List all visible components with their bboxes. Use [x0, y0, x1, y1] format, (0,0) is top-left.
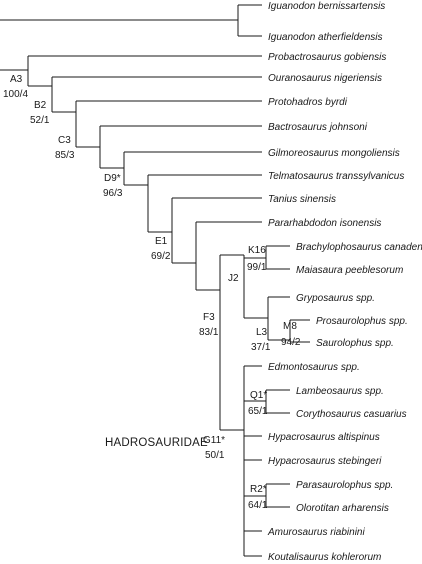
node-label: L3 — [256, 327, 268, 338]
taxon-label: Telmatosaurus transsylvanicus — [268, 171, 404, 182]
node-support: 37/1 — [251, 342, 271, 353]
node-label: G11* — [203, 435, 225, 446]
taxon-label: Lambeosaurus spp. — [296, 386, 384, 397]
node-support: 52/1 — [30, 115, 50, 126]
taxon-label: Corythosaurus casuarius — [296, 409, 407, 420]
node-support: 99/1 — [247, 262, 267, 273]
taxon-label: Hypacrosaurus stebingeri — [268, 456, 382, 467]
taxon-label: Brachylophosaurus canadensis — [296, 242, 422, 253]
taxon-label: Ouranosaurus nigeriensis — [268, 73, 382, 84]
node-support: 94/2 — [281, 337, 301, 348]
taxon-label: Parasaurolophus spp. — [296, 480, 393, 491]
node-label: F3 — [203, 312, 215, 323]
taxon-label: Hypacrosaurus altispinus — [268, 432, 380, 443]
node-support: 85/3 — [55, 150, 75, 161]
node-labels: A3 100/4 B2 52/1 C3 85/3 D9* 96/3 E1 69/… — [3, 74, 301, 511]
taxon-label: Edmontosaurus spp. — [268, 362, 360, 373]
node-label: J2 — [228, 273, 239, 284]
clade-label: HADROSAURIDAE — [105, 437, 208, 449]
taxon-label: Probactrosaurus gobiensis — [268, 52, 386, 63]
taxon-label: Olorotitan arharensis — [296, 503, 389, 514]
taxon-label: Pararhabdodon isonensis — [268, 218, 381, 229]
node-label: D9* — [104, 173, 121, 184]
taxon-label: Tanius sinensis — [268, 194, 336, 205]
taxon-label: Koutalisaurus kohlerorum — [268, 552, 381, 563]
node-label: K16 — [248, 245, 266, 256]
node-support: 50/1 — [205, 450, 225, 461]
taxon-label: Bactrosaurus johnsoni — [268, 122, 368, 133]
node-label: B2 — [34, 100, 47, 111]
taxon-label: Gryposaurus spp. — [296, 293, 375, 304]
taxon-label: Prosaurolophus spp. — [316, 316, 408, 327]
tree-branches — [0, 4, 310, 557]
node-label: Q1* — [250, 390, 267, 401]
node-label: C3 — [58, 135, 71, 146]
node-support: 64/1 — [248, 500, 268, 511]
taxon-labels: Iguanodon bernissartensis Iguanodon athe… — [267, 1, 422, 563]
taxon-label: Saurolophus spp. — [316, 338, 394, 349]
node-label: M8 — [283, 321, 297, 332]
node-label: E1 — [155, 236, 168, 247]
taxon-label: Amurosaurus riabinini — [267, 527, 365, 538]
node-support: 65/1 — [248, 406, 268, 417]
node-support: 100/4 — [3, 89, 28, 100]
node-support: 83/1 — [199, 327, 219, 338]
taxon-label: Gilmoreosaurus mongoliensis — [268, 148, 400, 159]
taxon-label: Iguanodon bernissartensis — [268, 1, 385, 12]
taxon-label: Protohadros byrdi — [268, 97, 348, 108]
node-label: A3 — [10, 74, 23, 85]
node-support: 69/2 — [151, 251, 171, 262]
node-label: R2* — [250, 484, 267, 495]
taxon-label: Maiasaura peeblesorum — [296, 265, 403, 276]
taxon-label: Iguanodon atherfieldensis — [268, 32, 383, 43]
node-support: 96/3 — [103, 188, 123, 199]
